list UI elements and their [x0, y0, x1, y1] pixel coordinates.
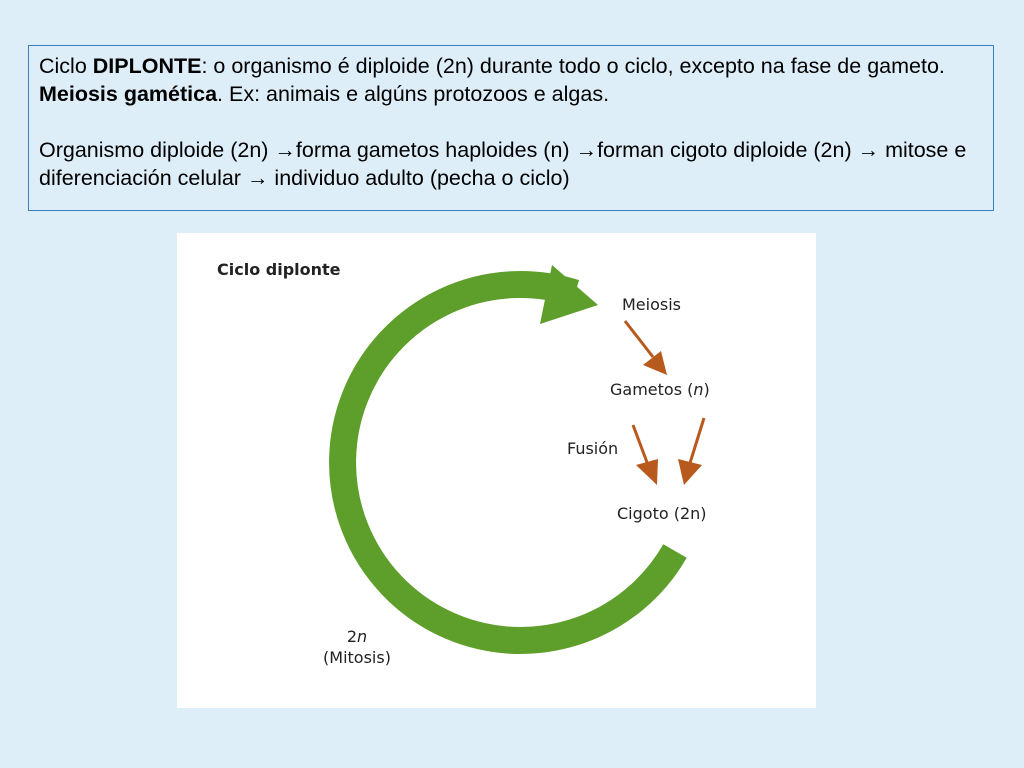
label-mitosis-2n: 2n	[317, 627, 397, 646]
label-mitosis: (Mitosis)	[323, 648, 391, 667]
text-run: individuo adulto (pecha o ciclo)	[268, 166, 570, 190]
diagram-title: Ciclo diplonte	[217, 260, 341, 279]
label-gametos: Gametos (n)	[610, 380, 710, 399]
meiosis-arrow-icon	[623, 320, 667, 375]
label-gametos-text: Gametos (	[610, 380, 694, 399]
bold-diplonte: DIPLONTE	[92, 54, 202, 78]
diagram-panel: Ciclo diplonte Meiosis Gametos (n) Fusió…	[177, 233, 816, 708]
arrow-right-icon: →	[246, 166, 269, 190]
label-cigoto: Cigoto (2n)	[617, 504, 707, 523]
label-mitosis-n: n	[357, 627, 368, 646]
text-run: . Ex: animais e algúns protozoos e algas…	[217, 82, 610, 106]
fusion-arrow-right-icon	[678, 417, 706, 485]
arrow-right-icon: →	[575, 138, 598, 162]
text-run: mitose e diferenciación celular	[39, 138, 967, 190]
label-gametos-close: )	[703, 380, 710, 399]
bold-meiosis-gametica: Meiosis gamética	[39, 82, 218, 106]
label-meiosis: Meiosis	[622, 295, 681, 314]
arrow-right-icon: →	[857, 138, 880, 162]
label-fusion: Fusión	[567, 439, 619, 458]
text-run: Organismo diploide (2n)	[39, 138, 275, 162]
description-box: Ciclo DIPLONTE: o organismo é diploide (…	[28, 45, 994, 211]
label-gametos-n: n	[693, 380, 704, 399]
paragraph-sequence: Organismo diploide (2n) →forma gametos h…	[39, 136, 987, 192]
cycle-arc	[329, 270, 687, 654]
diagram-svg	[329, 265, 706, 654]
text-run: : o organismo é diploide (2n) durante to…	[201, 54, 945, 78]
text-run: forma gametos haploides (n)	[295, 138, 576, 162]
text-run: Ciclo	[39, 54, 93, 78]
paragraph-diplonte: Ciclo DIPLONTE: o organismo é diploide (…	[39, 52, 987, 108]
label-mitosis-2: 2	[346, 627, 358, 646]
cycle-arrowhead-icon	[540, 265, 598, 324]
fusion-arrow-left-icon	[631, 424, 658, 485]
arrow-right-icon: →	[274, 138, 296, 162]
text-run: forman cigoto diploide (2n)	[597, 138, 858, 162]
